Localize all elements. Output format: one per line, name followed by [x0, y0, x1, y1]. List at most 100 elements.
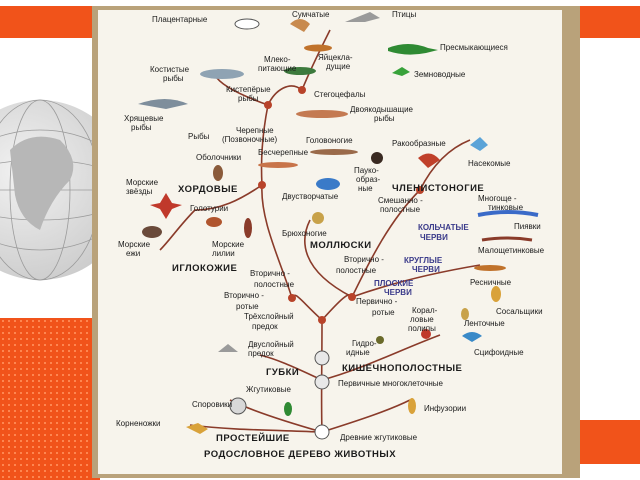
- oviparous-icon: [304, 44, 332, 52]
- label-sea-lilies-2: лилии: [212, 249, 235, 258]
- label-polychaetes-1: Многоще -: [478, 194, 517, 203]
- diploblast-icon: [218, 344, 238, 352]
- label-protozoa: ПРОСТЕЙШИЕ: [216, 432, 290, 444]
- node-mammals: [298, 86, 306, 94]
- label-starfish-2: звёзды: [126, 187, 153, 196]
- frog-icon: [392, 67, 410, 76]
- label-protostomes-sec-2: полостные: [336, 266, 377, 275]
- label-placental: Плацентарные: [152, 15, 208, 24]
- label-rhizopods: Корненожки: [116, 419, 161, 428]
- label-deut-mouth-2: ротые: [236, 302, 259, 311]
- label-deuterostomes-2: полостные: [254, 280, 295, 289]
- label-flatworms-1: ПЛОСКИЕ: [374, 279, 414, 288]
- amoeba-icon: [186, 423, 208, 434]
- label-echinoderms: ИГЛОКОЖИЕ: [172, 263, 237, 274]
- label-sea-urchins-1: Морские: [118, 240, 151, 249]
- animal-illustrations: [138, 12, 539, 440]
- label-arachnids-1: Пауко-: [354, 166, 379, 175]
- label-mixed-coelom-2: полостные: [380, 205, 421, 214]
- gastropod-icon: [312, 212, 324, 224]
- label-bivalves: Двустворчатые: [282, 192, 339, 201]
- label-marsupial: Сумчатые: [292, 10, 330, 19]
- label-roundworms-2: ЧЕРВИ: [412, 265, 440, 274]
- label-annelids-1: КОЛЬЧАТЫЕ: [418, 223, 469, 232]
- oligochaete-icon: [474, 265, 506, 271]
- label-scyphoid: Сцифоидные: [474, 348, 524, 357]
- label-flatworms-2: ЧЕРВИ: [384, 288, 412, 297]
- label-prot-mouth-1: Первично -: [356, 297, 398, 306]
- label-holothurians: Голотурии: [190, 204, 228, 213]
- label-deut-mouth-1: Вторично -: [224, 291, 264, 300]
- reptile-icon: [388, 44, 438, 55]
- right-orange-band: [580, 420, 640, 464]
- label-leeches: Пиявки: [514, 222, 541, 231]
- label-triploblast-1: Трёхслойный: [244, 312, 294, 321]
- label-flagellates: Жгутиковые: [246, 385, 291, 394]
- label-cartilaginous-2: рыбы: [131, 123, 152, 132]
- crustacean-icon: [418, 153, 440, 168]
- tree-branches: [159, 29, 481, 433]
- sea-lily-icon: [244, 218, 252, 238]
- rotifer-icon: [491, 286, 501, 302]
- label-starfish-1: Морские: [126, 178, 159, 187]
- label-birds: Птицы: [392, 10, 416, 19]
- label-arachnids-3: ные: [358, 184, 373, 193]
- polychaete-icon: [477, 210, 539, 217]
- butterfly-icon: [470, 137, 488, 151]
- label-cephalopods: Головоногие: [306, 136, 353, 145]
- starfish-icon: [150, 193, 182, 219]
- label-sporozoa: Споровики: [192, 400, 232, 409]
- label-sea-urchins-2: ежи: [126, 249, 140, 258]
- label-primary-multicell: Первичные многоклеточные: [338, 379, 444, 388]
- flagellate-icon: [284, 402, 292, 416]
- label-cartilaginous-1: Хрящевые: [124, 114, 164, 123]
- sea-urchin-icon: [142, 226, 162, 238]
- label-stegocephals: Стегоцефалы: [314, 90, 366, 99]
- label-tapeworms: Ленточные: [464, 319, 505, 328]
- label-oligochaetes: Малощетинковые: [478, 246, 545, 255]
- ciliate-icon: [408, 398, 416, 414]
- cephalopod-icon: [310, 149, 358, 155]
- lobe-finned-icon: [284, 67, 316, 75]
- coral-icon: [421, 329, 431, 339]
- label-acraniates: Бесчерепные: [258, 148, 309, 157]
- label-mammals-2: питающие: [258, 64, 297, 73]
- label-sponges: ГУБКИ: [266, 367, 299, 378]
- label-lungfish-2: рыбы: [374, 114, 395, 123]
- leech-icon: [481, 236, 533, 242]
- label-gastropods: Брюхоногие: [282, 229, 327, 238]
- spider-icon: [371, 152, 383, 164]
- node-deuterostomes: [288, 294, 296, 302]
- label-lobe-finned-1: Кистепёрые: [226, 85, 271, 94]
- tunicate-icon: [213, 165, 223, 181]
- label-lungfish-1: Двоякодышащие: [350, 105, 414, 114]
- bony-fish-icon: [200, 69, 244, 79]
- kangaroo-icon: [290, 19, 310, 32]
- sporozoa-icon: [229, 397, 247, 415]
- label-flukes: Сосальщики: [496, 307, 543, 316]
- label-amphibians: Земноводные: [414, 70, 466, 79]
- lancelet-icon: [258, 162, 298, 168]
- fluke-icon: [461, 308, 469, 320]
- label-lobe-finned-2: рыбы: [238, 94, 259, 103]
- bird-icon: [345, 12, 380, 22]
- label-reptiles: Пресмыкающиеся: [440, 43, 508, 52]
- label-coelenterates: КИШЕЧНОПОЛОСТНЫЕ: [342, 363, 462, 374]
- label-protostomes-sec-1: Вторично -: [344, 255, 384, 264]
- label-oviparous-2: дущие: [326, 62, 351, 71]
- node-protostomes: [348, 293, 356, 301]
- label-triploblast-2: предок: [252, 322, 278, 331]
- holothurian-icon: [206, 217, 222, 227]
- label-annelids-2: ЧЕРВИ: [420, 233, 448, 242]
- tree-nodes: [258, 86, 424, 324]
- label-fish: Рыбы: [188, 132, 210, 141]
- label-roundworms-1: КРУГЛЫЕ: [404, 256, 443, 265]
- diagram-title: РОДОСЛОВНОЕ ДЕРЕВО ЖИВОТНЫХ: [204, 449, 396, 460]
- label-diploblast-1: Двуслойный: [248, 340, 294, 349]
- label-mammals-1: Млеко-: [264, 55, 291, 64]
- label-insects: Насекомые: [468, 159, 511, 168]
- poster-paper: [98, 10, 562, 474]
- node-arthropods: [416, 186, 424, 194]
